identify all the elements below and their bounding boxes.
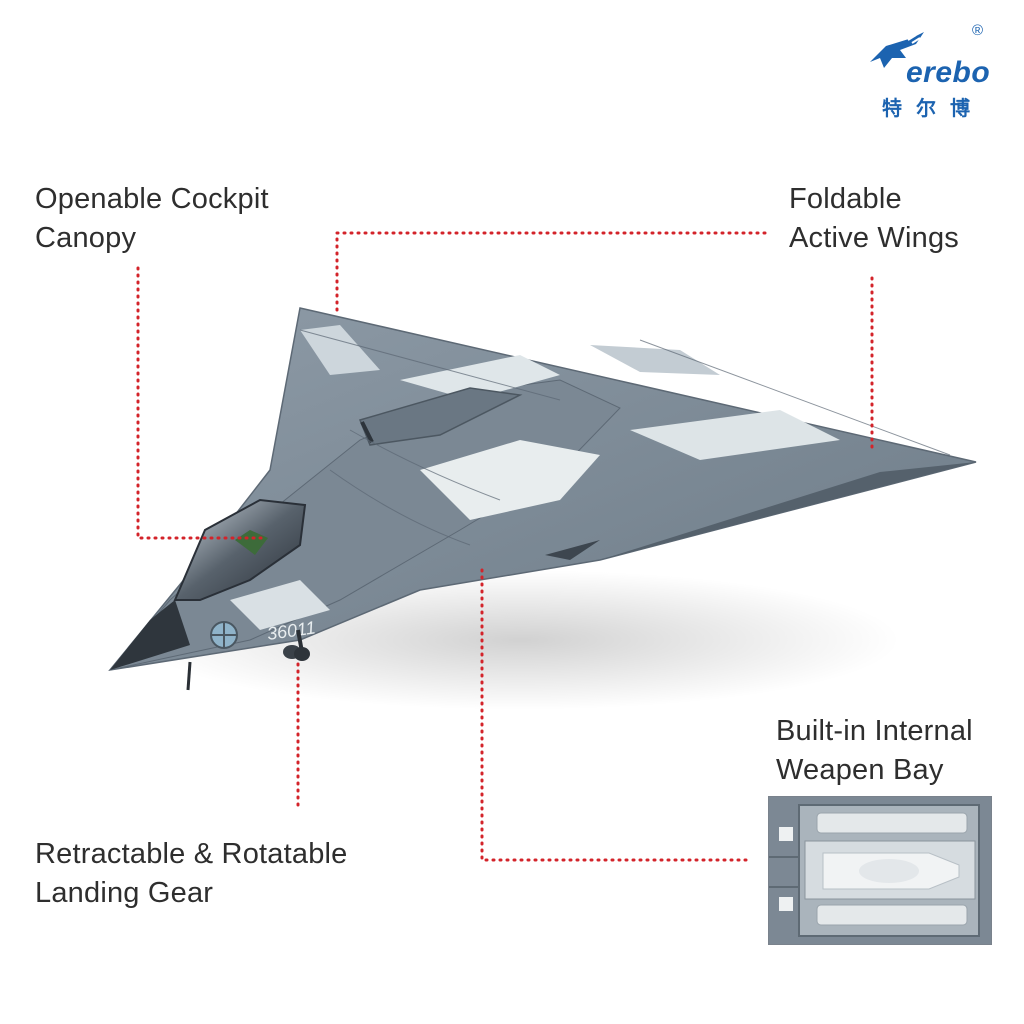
rear-gear-door (545, 540, 600, 560)
callout-gear-line1: Retractable & Rotatable (35, 838, 348, 870)
callout-bay: Built-in Internal Weapen Bay (776, 712, 973, 790)
callout-wings-line2: Active Wings (789, 222, 959, 254)
pitot-probe (186, 661, 192, 691)
brand-logo: ® erebo 特尔博 (862, 22, 1002, 122)
weapon-bay-inset-photo (768, 796, 992, 945)
nose-cone (110, 600, 190, 670)
roundel-cross (211, 622, 237, 648)
callout-bay-line1: Built-in Internal (776, 715, 973, 747)
leader-line-bay (480, 568, 754, 862)
engine-intake (358, 387, 523, 446)
leader-line-cockpit (136, 266, 264, 540)
intake-lip (360, 421, 374, 443)
logo-wordmark: erebo (906, 56, 991, 89)
camo-patch (400, 355, 560, 400)
camo-patch (230, 580, 330, 630)
registered-mark: ® (972, 22, 984, 39)
wing-underside (600, 462, 976, 560)
callout-cockpit: Openable Cockpit Canopy (35, 180, 269, 258)
callout-wings-line1: Foldable (789, 183, 902, 215)
camo-patch (630, 410, 840, 460)
callout-cockpit-line1: Openable Cockpit (35, 183, 269, 215)
leader-line-wings-left (335, 231, 768, 312)
camo-patch (590, 345, 720, 375)
callout-bay-line2: Weapen Bay (776, 754, 944, 786)
callout-gear-line2: Landing Gear (35, 877, 214, 909)
camo-patch (420, 440, 600, 520)
eagle-icon (870, 31, 924, 68)
callout-gear: Retractable & Rotatable Landing Gear (35, 835, 348, 913)
cockpit-canopy (173, 498, 307, 601)
logo-chinese-name: 特尔博 (882, 98, 984, 120)
pilot-figure (235, 530, 268, 555)
callout-cockpit-line2: Canopy (35, 222, 137, 254)
callout-wings: Foldable Active Wings (789, 180, 959, 258)
landing-gear-wheel (294, 647, 310, 661)
panel-lines (299, 329, 951, 546)
weapon-bay-illustration (769, 797, 991, 944)
camo-patch (300, 325, 380, 375)
